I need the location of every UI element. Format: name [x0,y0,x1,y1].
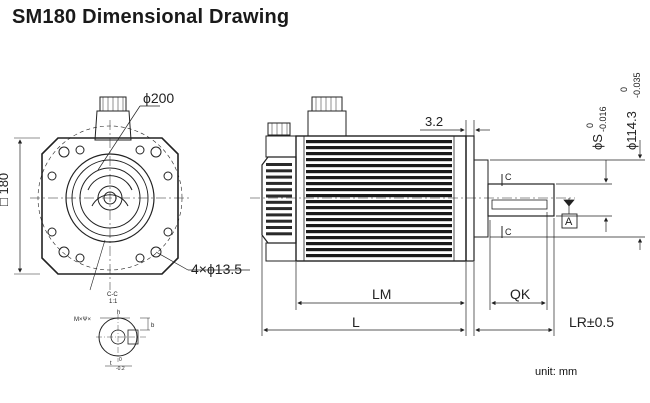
encoder-ribs [266,163,292,236]
shaft-diameter-label: ϕS 0 -0.016 [585,106,608,150]
encoder-rib [266,194,292,198]
mount-hole [150,246,162,258]
cooling-fin [306,194,452,198]
cooling-fin [306,158,452,162]
section-mark-bottom: C [505,227,512,237]
section-h-label: h [117,310,120,316]
mount-hole [150,146,162,158]
cooling-fins [306,140,452,258]
page-title: SM180 Dimensional Drawing [12,6,290,28]
section-t-tol: -0.2 [116,366,125,372]
cooling-fin [306,218,452,222]
section-t-label: t [110,361,112,367]
cooling-fin [306,206,452,210]
encoder-rib [266,175,292,179]
section-t-upper: 0 [119,357,122,363]
datum-a-box [561,213,578,229]
encoder-rib [266,181,292,185]
encoder-rib [266,169,292,173]
encoder-rib [266,232,292,236]
svg-text:-0.016: -0.016 [598,106,608,132]
front-flange [465,135,475,262]
cooling-fin [306,242,452,246]
holes-dimension-label: 4×ϕ13.5 [191,261,242,277]
cooling-fin [306,212,452,216]
shaft-key [491,199,548,210]
l-label: L [352,314,360,330]
cooling-fin [306,254,452,258]
svg-text:ϕS: ϕS [590,134,605,150]
encoder-rib [266,188,292,192]
pilot [473,159,489,238]
section-key-label: M×Ψ× [74,317,92,323]
unit-note: unit: mm [535,366,578,378]
cooling-fin [306,146,452,150]
section-b-label: b [151,323,155,329]
cooling-fin [306,176,452,180]
section-label: C-C [107,292,118,298]
cooling-fin [306,152,452,156]
side-view [250,96,575,262]
side-dimensions [261,120,645,336]
cooling-fin [306,200,452,204]
lr-label: LR±0.5 [569,314,614,330]
lm-label: LM [372,286,391,302]
cooling-fin [306,164,452,168]
section-view [96,314,150,367]
square-dimension-label: □ 180 [0,173,11,206]
svg-text:0: 0 [585,123,595,128]
encoder-rib [266,207,292,211]
side-connector-thread [311,96,343,112]
svg-text:ϕ114.3: ϕ114.3 [624,111,639,150]
svg-text:-0.035: -0.035 [632,72,642,98]
qk-label: QK [510,286,531,302]
cooling-fin [306,182,452,186]
datum-a-label: A [565,216,573,228]
cooling-fin [306,224,452,228]
cooling-fin [306,236,452,240]
cooling-fin [306,140,452,144]
circle-dimension-label: ϕ200 [143,90,174,106]
cooling-fin [306,248,452,252]
cooling-fin [306,230,452,234]
encoder-rib [266,226,292,229]
encoder-rib [266,219,292,223]
encoder-rib [266,163,292,166]
section-scale: 1:1 [109,299,118,305]
front-flange-square [41,137,179,275]
mount-hole [58,146,70,158]
section-mark-top: C [505,172,512,182]
mount-hole [58,246,70,258]
flange-thickness-label: 3.2 [425,114,443,129]
svg-text:0: 0 [619,87,629,92]
cooling-fin [306,188,452,192]
encoder-rib [266,200,292,204]
encoder-rib [266,213,292,217]
cooling-fin [306,170,452,174]
pilot-diameter-label: ϕ114.3 0 -0.035 [619,72,642,150]
shaft [487,183,555,217]
front-view [14,96,250,291]
